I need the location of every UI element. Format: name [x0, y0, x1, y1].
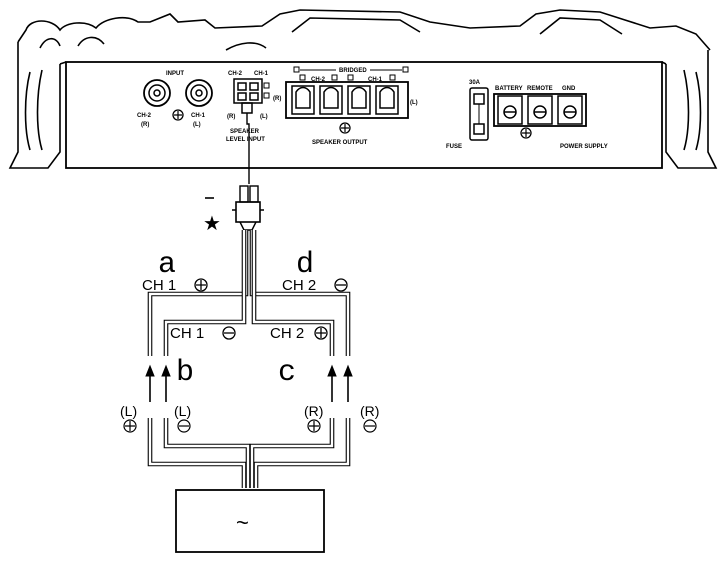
- remote-label: REMOTE: [527, 86, 553, 92]
- head-unit-box: [175, 489, 325, 553]
- ch2-plus-label: CH 2: [270, 325, 304, 342]
- speaker-l-minus-side: (L): [174, 403, 191, 419]
- sli-ch2-label: CH-2: [228, 71, 243, 77]
- ch1-plus-label: CH 1: [142, 277, 176, 294]
- input-ch2-side: (R): [141, 122, 149, 128]
- plus-circle-icon: [194, 278, 208, 292]
- minus-circle-icon: [222, 326, 236, 340]
- minus-circle-icon: [334, 278, 348, 292]
- power-supply-label: POWER SUPPLY: [560, 144, 608, 150]
- head-unit-ac-symbol: ~: [236, 510, 249, 535]
- plus-circle-icon: [123, 419, 137, 433]
- gnd-label: GND: [562, 86, 576, 92]
- input-ch1-label: CH-1: [191, 113, 206, 119]
- wire-harness: [147, 230, 351, 488]
- remote-terminal: [527, 95, 553, 125]
- rca-input-jacks: [143, 79, 213, 121]
- gnd-terminal: [557, 95, 583, 125]
- speaker-r-plus-side: (R): [304, 403, 323, 419]
- plus-circle-icon: [307, 419, 321, 433]
- terminal-2: [319, 85, 343, 115]
- wire-letter-a: a: [158, 248, 176, 282]
- terminal-1: [291, 85, 315, 115]
- spk-ch1-label: CH-1: [368, 77, 383, 83]
- speaker-level-input-connector: [233, 78, 270, 114]
- power-supply-terminals: [493, 93, 587, 139]
- minus-circle-icon: [177, 419, 191, 433]
- harness-plug: [232, 113, 264, 231]
- fuse-holder: [469, 87, 489, 141]
- speaker-output-label: SPEAKER OUTPUT: [312, 140, 368, 146]
- speaker-r-minus-side: (R): [360, 403, 379, 419]
- star-mark: ★: [203, 213, 221, 235]
- signal-arrows: [145, 364, 353, 402]
- ch1-minus-label: CH 1: [170, 325, 204, 342]
- spk-ch2-label: CH-2: [311, 77, 326, 83]
- input-label: INPUT: [166, 71, 184, 77]
- fuse-rating-label: 30A: [469, 80, 481, 86]
- speaker-label: SPEAKER: [230, 129, 260, 135]
- speaker-l-plus-side: (L): [120, 403, 137, 419]
- wire-letter-c: c: [278, 356, 296, 390]
- sli-r-label: (R): [227, 114, 235, 120]
- wire-letter-b: b: [176, 356, 194, 390]
- input-ch2-label: CH-2: [137, 113, 152, 119]
- ch2-minus-label: CH 2: [282, 277, 316, 294]
- sli-r-side-label: (R): [273, 96, 281, 102]
- speaker-output-terminal-block: [285, 66, 409, 134]
- sli-l-label: (L): [260, 114, 268, 120]
- input-ch1-side: (L): [193, 122, 201, 128]
- battery-terminal: [497, 95, 523, 125]
- amplifier-unit: [8, 9, 718, 169]
- minus-circle-icon: [363, 419, 377, 433]
- sli-ch1-label: CH-1: [254, 71, 269, 77]
- wire-letter-d: d: [296, 248, 314, 282]
- spk-l-label: (L): [410, 100, 418, 106]
- terminal-3: [347, 85, 371, 115]
- plus-circle-icon: [314, 326, 328, 340]
- battery-label: BATTERY: [495, 86, 523, 92]
- fuse-label: FUSE: [446, 144, 462, 150]
- level-input-label: LEVEL INPUT: [226, 137, 265, 143]
- bridged-label: BRIDGED: [339, 68, 367, 74]
- terminal-4: [375, 85, 399, 115]
